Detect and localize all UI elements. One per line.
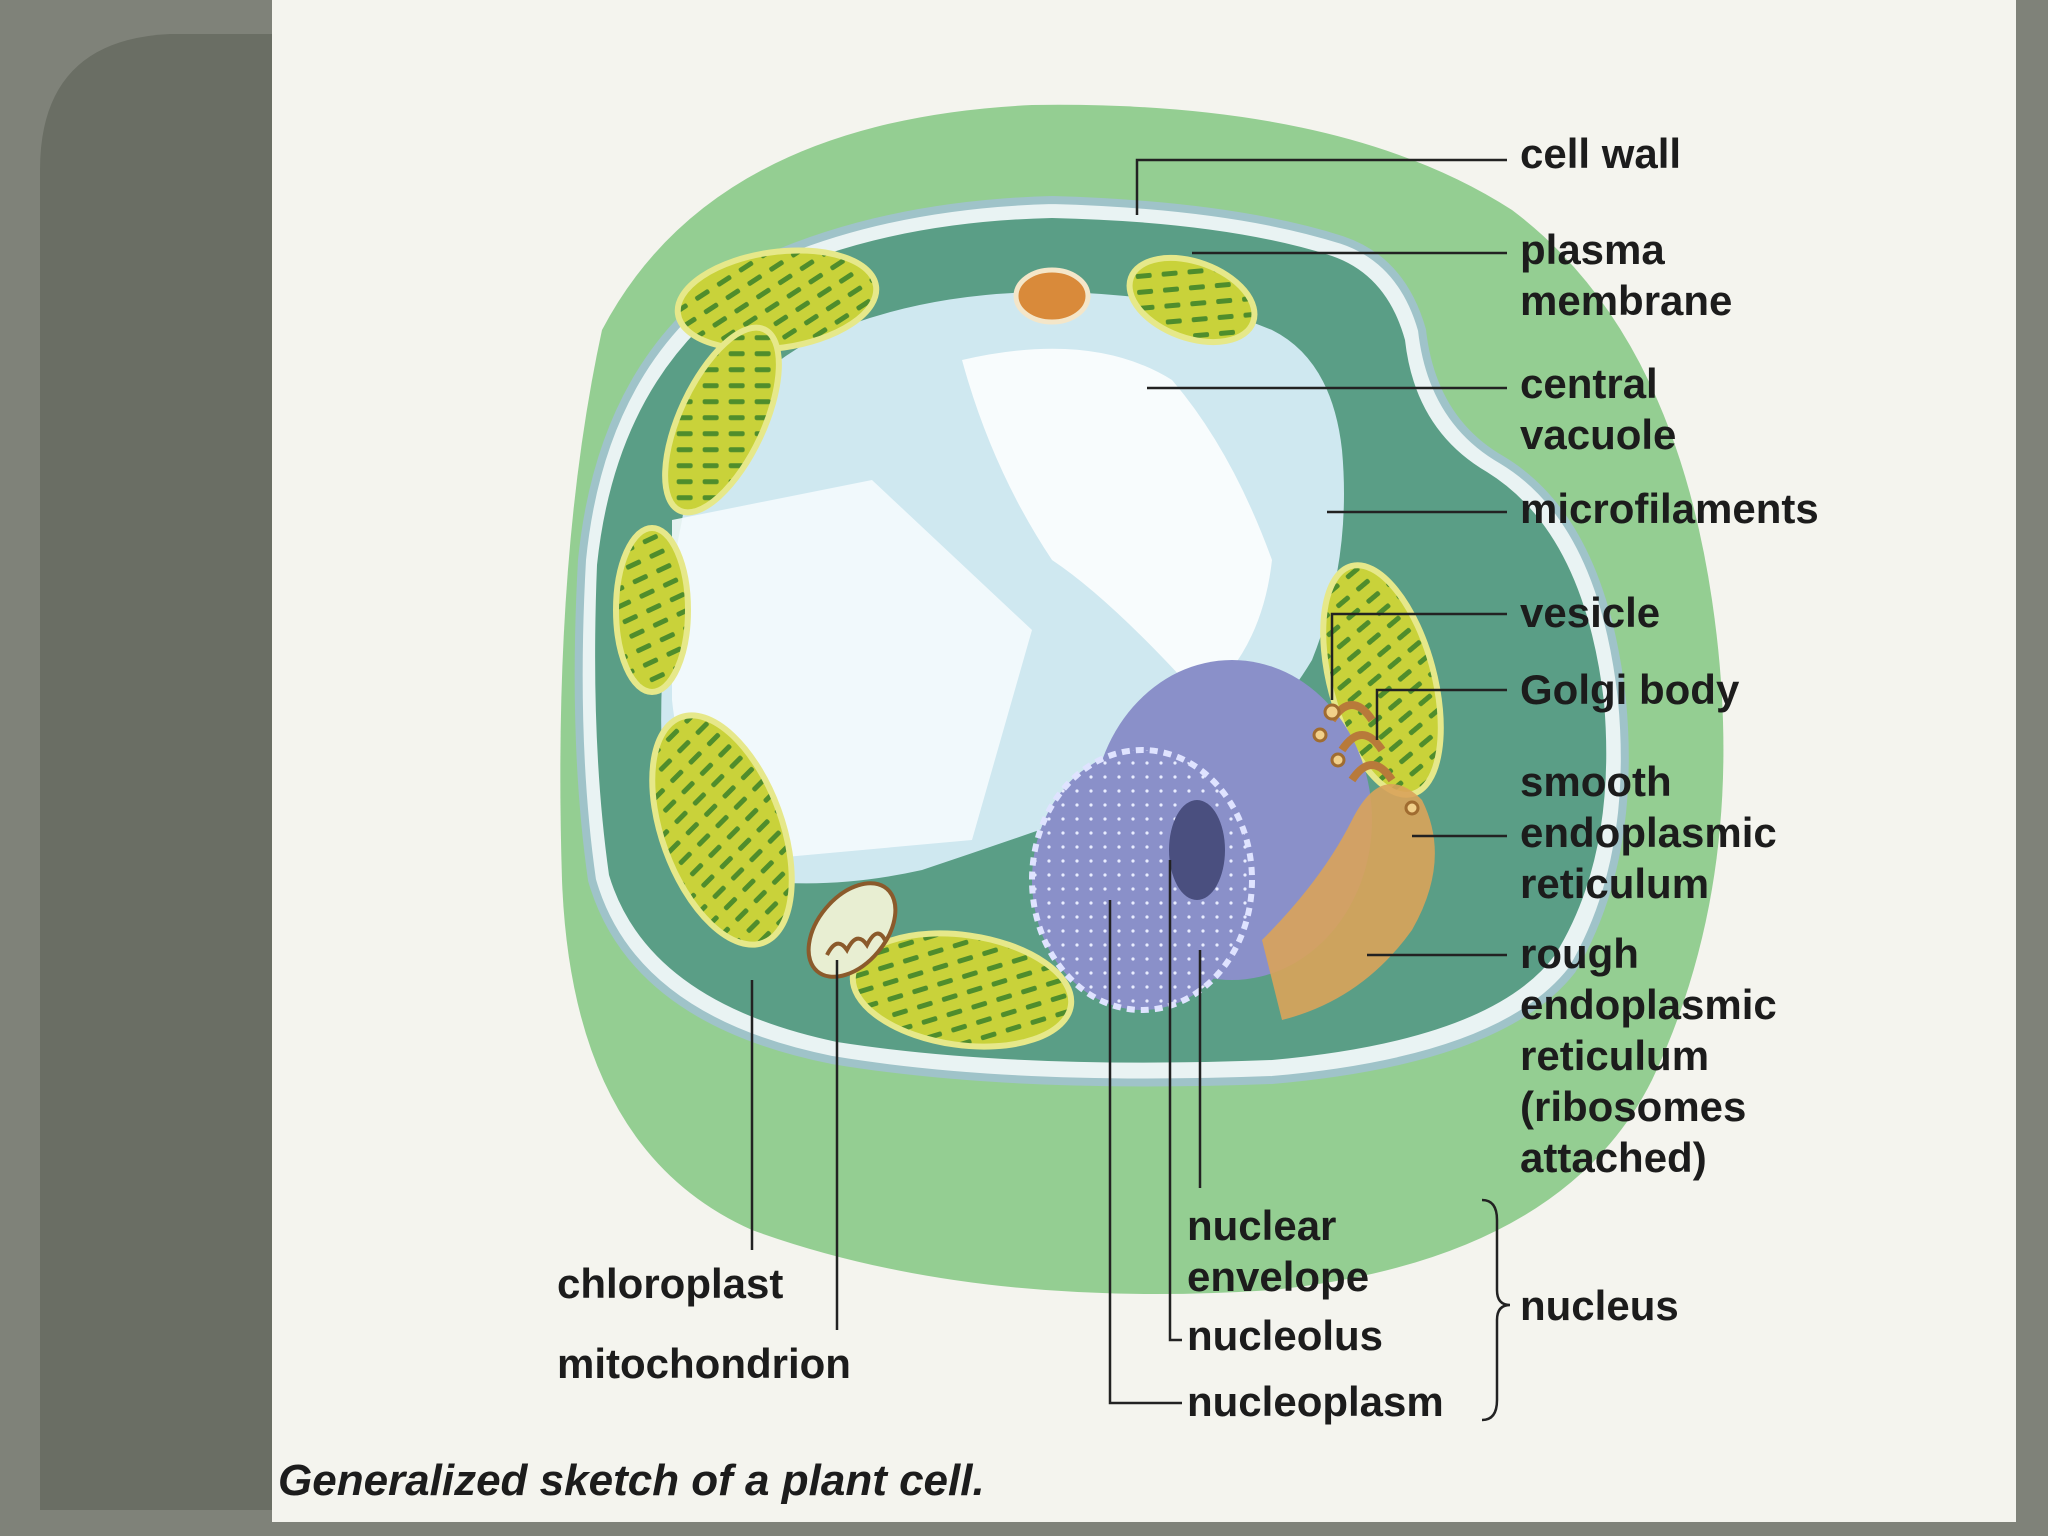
label-rough-er: rough endoplasmic reticulum (ribosomes a… [1520, 930, 1777, 1181]
nucleolus [1169, 800, 1225, 900]
label-nucleus: nucleus [1520, 1282, 1679, 1329]
figure-caption: Generalized sketch of a plant cell. [278, 1456, 985, 1505]
label-smooth-er: smooth endoplasmic reticulum [1520, 758, 1777, 907]
label-nucleolus: nucleolus [1187, 1312, 1384, 1359]
leader-lines [750, 158, 1511, 1422]
plant-cell-figure: cell wall plasma membrane central vacuol… [272, 0, 2016, 1522]
label-mitochondrion: mitochondrion [557, 1340, 851, 1387]
leader-nucleoplasm [1108, 900, 1182, 1405]
leader-nucleolus [1168, 860, 1182, 1342]
plant-cell-diagram [560, 104, 1724, 1422]
label-microfilaments: microfilaments [1520, 485, 1819, 532]
chloroplast [613, 525, 691, 695]
small-organelle [1013, 267, 1091, 325]
label-golgi-body: Golgi body [1520, 666, 1740, 713]
vesicle [1323, 703, 1341, 721]
vacuole-highlight-2 [962, 348, 1272, 700]
chloroplast [1126, 254, 1258, 346]
mitochondrion [806, 881, 898, 979]
label-nucleoplasm: nucleoplasm [1187, 1378, 1444, 1425]
mitochondrion-cristae [825, 931, 887, 956]
vesicle [1312, 727, 1328, 743]
leader-golgi-body [1375, 688, 1507, 740]
label-plasma-membrane: plasma membrane [1520, 226, 1733, 324]
label-central-vacuole: central vacuole [1520, 360, 1677, 458]
slide-panel [40, 34, 272, 1510]
endoplasmic-reticulum [1262, 784, 1435, 1020]
leader-vesicle [1330, 612, 1507, 700]
label-nuclear-envelope: nuclear envelope [1187, 1202, 1370, 1300]
vesicle [1330, 752, 1346, 768]
vesicle [1404, 800, 1420, 816]
chloroplast [849, 930, 1075, 1050]
chloroplast [674, 247, 880, 353]
nucleus-bracket [1481, 1198, 1511, 1422]
chloroplast [662, 324, 782, 516]
label-vesicle: vesicle [1520, 589, 1661, 636]
vacuole-highlight [672, 480, 1032, 860]
label-chloroplast: chloroplast [557, 1260, 784, 1307]
leader-cell-wall [1135, 158, 1507, 215]
chloroplast [649, 712, 795, 948]
vesicles [1312, 703, 1420, 816]
label-cell-wall: cell wall [1520, 130, 1682, 177]
